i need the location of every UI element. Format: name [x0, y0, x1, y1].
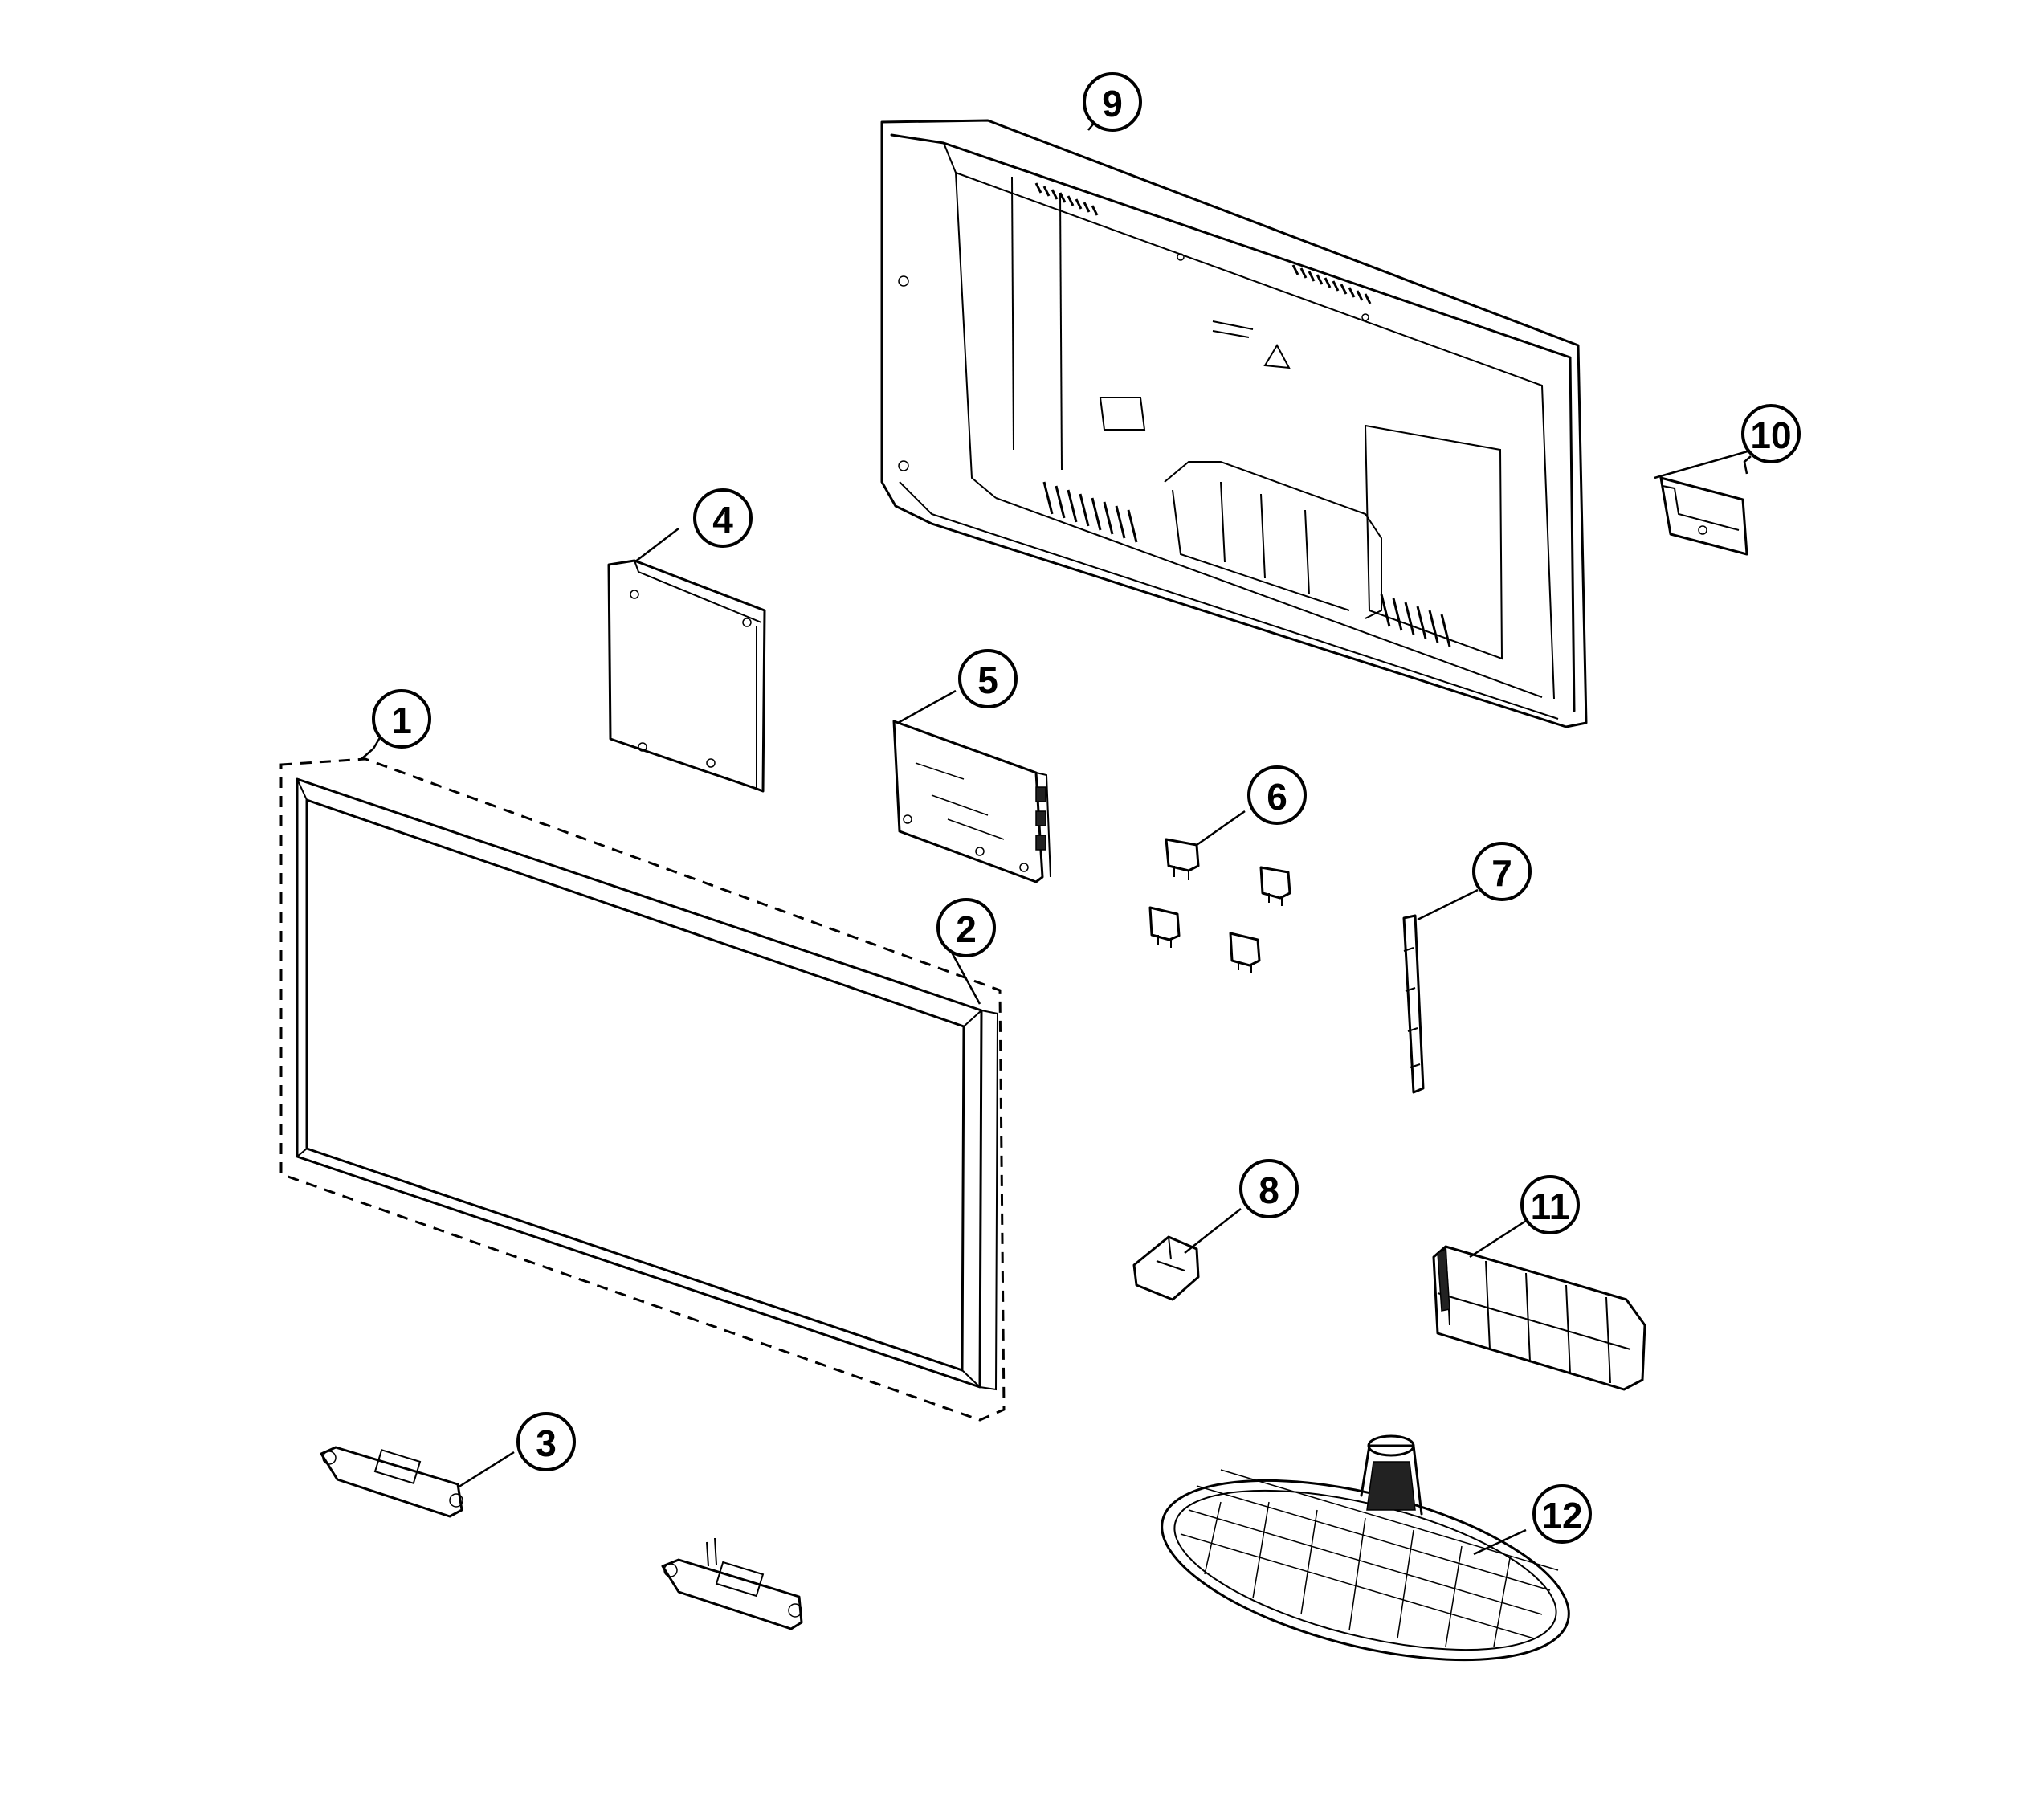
callout-label-4: 4 — [712, 499, 733, 541]
vent-slots-bottom — [1042, 481, 1451, 647]
part-3-bracket-right — [661, 1537, 803, 1630]
part-10-bracket — [1659, 476, 1748, 556]
callout-8: 8 — [1239, 1159, 1299, 1218]
callout-2: 2 — [936, 898, 996, 957]
callout-5: 5 — [958, 649, 1018, 708]
callout-9: 9 — [1083, 72, 1142, 132]
callout-label-9: 9 — [1102, 83, 1123, 124]
callout-label-2: 2 — [956, 908, 977, 950]
callout-label-7: 7 — [1491, 852, 1512, 894]
part-6-clips — [1148, 838, 1291, 973]
vent-slots-top — [1034, 182, 1372, 304]
callout-label-5: 5 — [977, 659, 998, 701]
part-9-rear-cover — [880, 119, 1588, 728]
part-8-small-bracket — [1132, 1235, 1200, 1301]
part-2-lcd-panel — [296, 777, 999, 1391]
part-4-board — [607, 559, 766, 793]
callout-label-12: 12 — [1541, 1495, 1582, 1536]
callout-11: 11 — [1520, 1175, 1580, 1234]
callout-label-11: 11 — [1531, 1185, 1570, 1227]
leader-lines — [361, 105, 1760, 1556]
callout-label-10: 10 — [1750, 414, 1791, 456]
part-1-panel-assembly — [279, 757, 1006, 1422]
callout-12: 12 — [1532, 1484, 1592, 1544]
callout-label-8: 8 — [1259, 1169, 1279, 1211]
callout-3: 3 — [516, 1412, 576, 1471]
part-5-main-board — [892, 720, 1051, 883]
callout-4: 4 — [693, 488, 753, 548]
callout-1: 1 — [372, 689, 431, 749]
part-12-stand-base — [1161, 1434, 1570, 1662]
part-11-stand-neck — [1432, 1245, 1646, 1391]
callout-7: 7 — [1472, 842, 1532, 901]
callout-10: 10 — [1741, 404, 1801, 463]
callout-label-6: 6 — [1267, 776, 1287, 818]
part-7-bracket-strip — [1402, 914, 1425, 1094]
callout-6: 6 — [1247, 765, 1307, 825]
part-3-bracket-left — [320, 1446, 463, 1518]
callout-label-1: 1 — [391, 700, 412, 741]
callout-label-3: 3 — [536, 1422, 557, 1464]
